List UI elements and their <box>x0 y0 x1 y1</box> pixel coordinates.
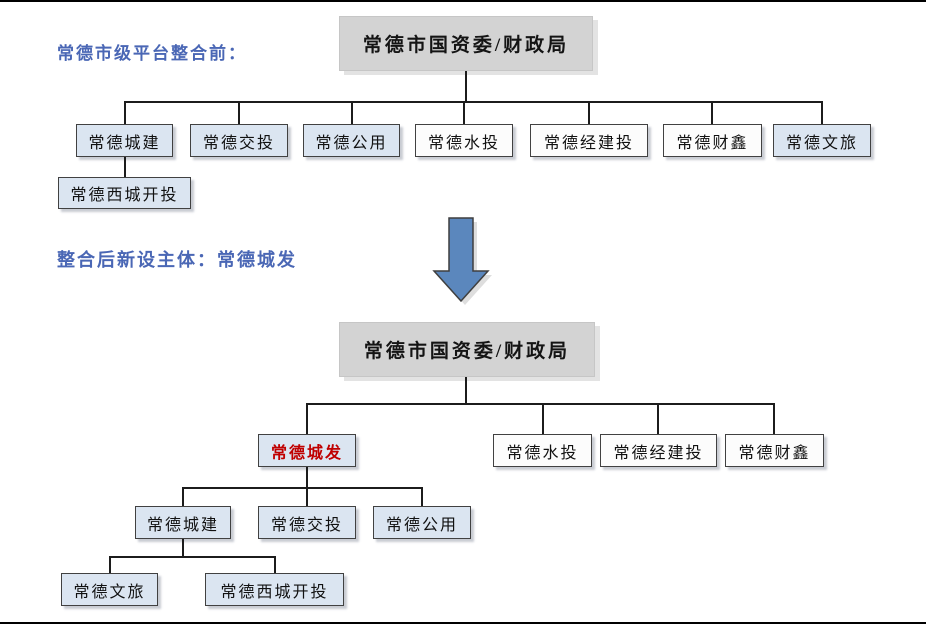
connector-line <box>306 467 308 487</box>
connector-line <box>182 539 184 556</box>
after-node-changde-jiaotou: 常德交投 <box>258 506 356 539</box>
node-label: 常德财鑫 <box>676 134 749 152</box>
connector-line <box>274 556 276 573</box>
connector-line <box>306 403 308 434</box>
before-node-changde-chengjian: 常德城建 <box>76 124 173 157</box>
connector-line <box>542 403 544 434</box>
before-node-changde-wenlv: 常德文旅 <box>773 124 871 157</box>
node-label: 常德经建投 <box>543 134 634 152</box>
connector-line <box>465 377 467 403</box>
after-node-changde-chengjian: 常德城建 <box>135 506 231 539</box>
after-section-label: 整合后新设主体：常德城发 <box>57 250 297 270</box>
after-node-changde-shuitou: 常德水投 <box>493 434 592 467</box>
node-label: 常德市国资委/财政局 <box>363 341 571 362</box>
node-label: 常德经建投 <box>613 444 704 462</box>
connector-line <box>351 101 353 124</box>
node-label: 常德文旅 <box>785 134 858 152</box>
connector-line <box>238 101 240 124</box>
node-label: 常德水投 <box>427 134 500 152</box>
node-label: 常德交投 <box>202 134 275 152</box>
connector-line <box>182 487 422 489</box>
connector-line <box>124 157 126 177</box>
node-label: 常德西城开投 <box>70 187 179 204</box>
page-bottom-border <box>0 622 926 624</box>
before-root-node: 常德市国资委/财政局 <box>339 16 593 71</box>
node-label: 常德财鑫 <box>738 444 811 462</box>
connector-line <box>711 101 713 124</box>
connector-line <box>182 487 184 506</box>
connector-line <box>109 556 111 573</box>
node-label: 常德城发 <box>270 444 343 462</box>
after-node-changde-gongyong: 常德公用 <box>373 506 471 539</box>
connector-line <box>657 403 659 434</box>
connector-line <box>109 556 276 558</box>
after-node-changde-xicheng-kaitou: 常德西城开投 <box>205 573 344 606</box>
connector-line <box>124 101 823 103</box>
node-label: 常德水投 <box>506 444 579 462</box>
node-label: 常德城建 <box>146 516 219 534</box>
connector-line <box>306 487 308 506</box>
before-section-label: 常德市级平台整合前： <box>57 44 247 63</box>
before-node-changde-gongyong: 常德公用 <box>303 124 400 157</box>
connector-line <box>465 71 467 101</box>
before-node-changde-caixin: 常德财鑫 <box>663 124 762 157</box>
node-label: 常德文旅 <box>73 583 146 601</box>
connector-line <box>588 101 590 124</box>
node-label: 常德城建 <box>88 134 161 152</box>
page-top-border <box>0 0 926 2</box>
after-node-changde-wenlv: 常德文旅 <box>61 573 158 606</box>
down-arrow-icon <box>432 217 492 305</box>
before-node-changde-jingjiantou: 常德经建投 <box>530 124 648 157</box>
connector-line <box>306 403 775 405</box>
connector-line <box>773 403 775 434</box>
after-node-changde-jingjiantou: 常德经建投 <box>600 434 717 467</box>
connector-line <box>463 101 465 124</box>
connector-line <box>821 101 823 124</box>
after-node-changde-caixin: 常德财鑫 <box>725 434 824 467</box>
before-node-changde-shuitou: 常德水投 <box>415 124 513 157</box>
connector-line <box>421 487 423 506</box>
connector-line <box>124 101 126 124</box>
after-node-changde-chengfa: 常德城发 <box>258 434 356 467</box>
node-label: 常德市国资委/财政局 <box>362 35 570 56</box>
node-label: 常德交投 <box>270 516 343 534</box>
node-label: 常德公用 <box>315 134 388 152</box>
node-label: 常德公用 <box>385 516 458 534</box>
node-label: 常德西城开投 <box>220 583 329 601</box>
before-node-changde-jiaotou: 常德交投 <box>190 124 288 157</box>
before-node-changde-xicheng-kaitou: 常德西城开投 <box>58 177 191 209</box>
after-root-node: 常德市国资委/财政局 <box>339 322 595 377</box>
